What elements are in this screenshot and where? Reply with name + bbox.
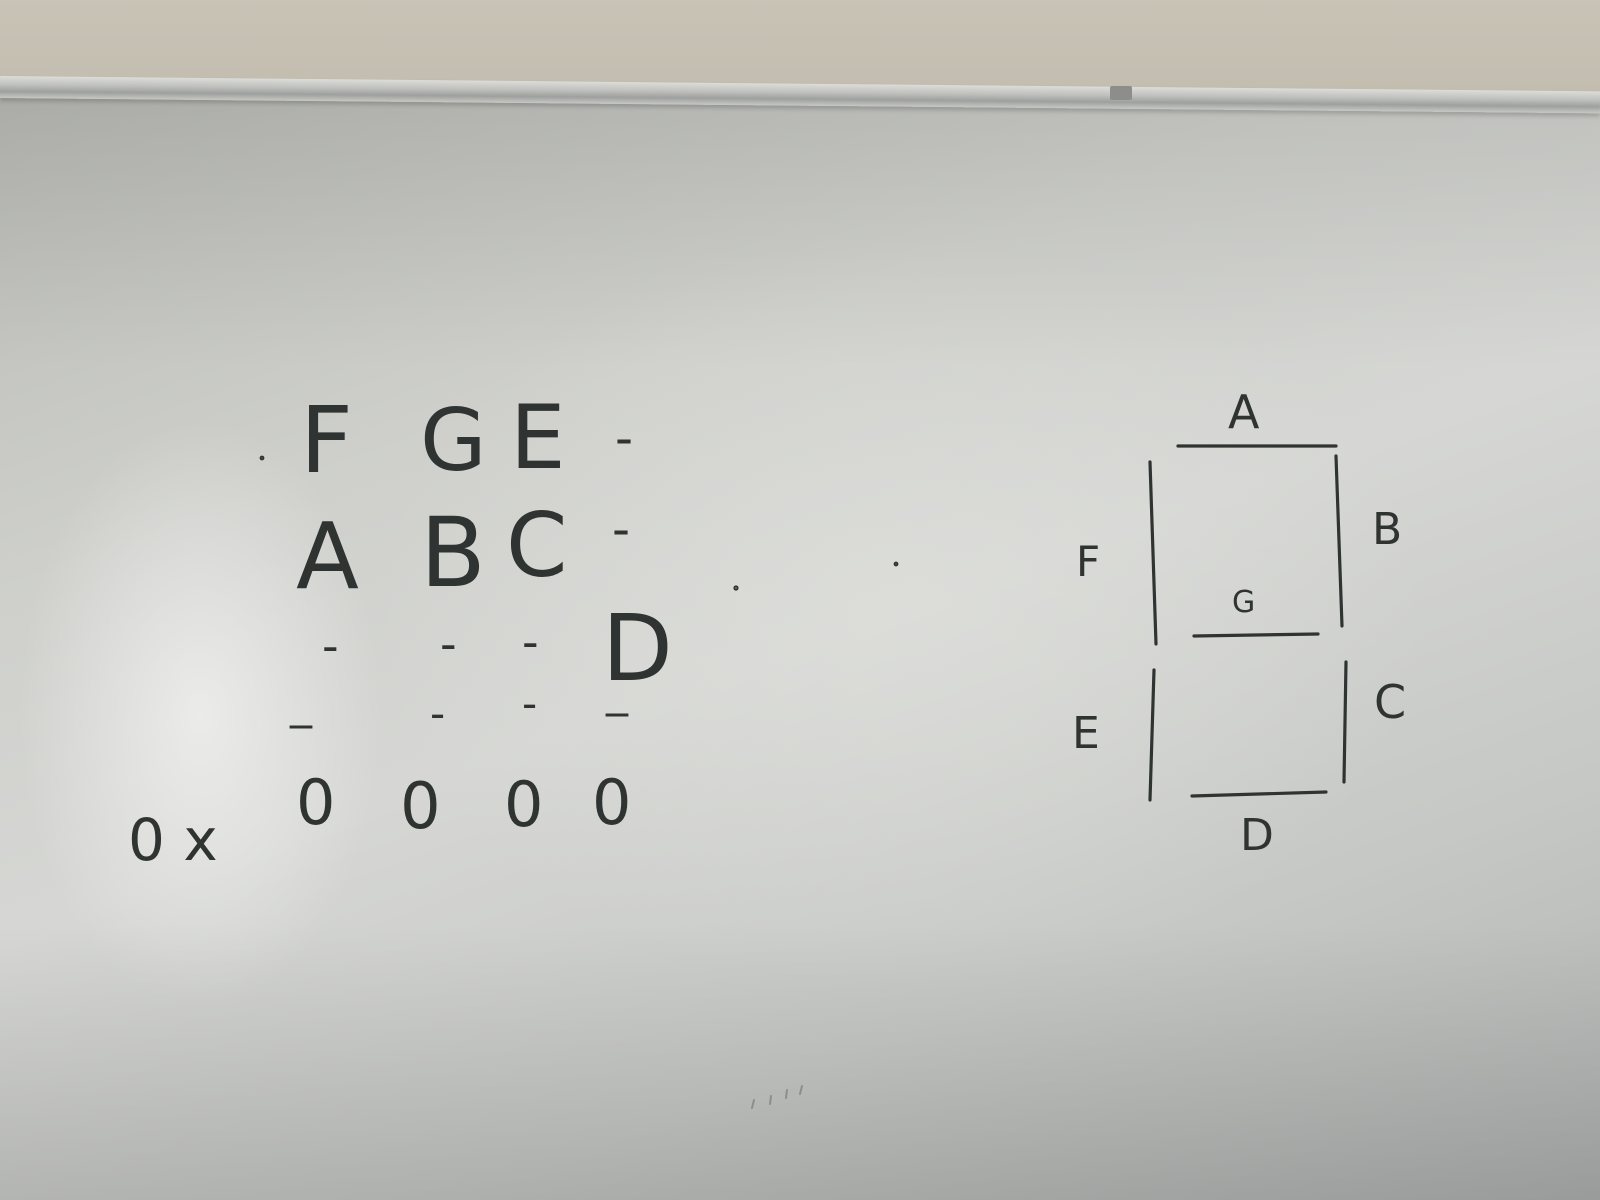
segment-b bbox=[1334, 454, 1344, 628]
table-cell-r4c1: _ bbox=[289, 678, 313, 729]
table-cell-r1c2: G bbox=[420, 391, 487, 491]
segment-label-a: A bbox=[1228, 385, 1260, 439]
segment-c bbox=[1342, 660, 1348, 784]
seven-segment-diagram: A B C D E F G bbox=[1072, 385, 1406, 861]
board-specks bbox=[259, 455, 899, 1109]
row-prefix: 0 x bbox=[128, 806, 218, 874]
table-cell-r2c4: - bbox=[612, 500, 630, 558]
table-cell-r3c2: - bbox=[440, 617, 457, 671]
table-cell-r2c2: B bbox=[420, 497, 486, 609]
segment-d bbox=[1190, 790, 1328, 798]
table-cell-r1c1: F bbox=[300, 387, 353, 494]
wall bbox=[0, 0, 1600, 92]
table-cell-r2c1: A bbox=[296, 503, 359, 610]
whiteboard-shading bbox=[0, 94, 1600, 1200]
table-row-1: F G E - bbox=[300, 386, 633, 494]
segment-g bbox=[1192, 632, 1320, 638]
bottom-cell-1: 0 bbox=[296, 766, 335, 839]
bottom-cell-4: 0 bbox=[592, 766, 631, 839]
segment-f bbox=[1148, 460, 1158, 646]
rail-clip bbox=[1110, 86, 1132, 100]
table-cell-r4c3: - bbox=[522, 679, 537, 728]
table-row-2: A B C - bbox=[296, 494, 630, 610]
table-row-4: _ - - _ bbox=[289, 666, 629, 738]
table-cell-r1c3: E bbox=[510, 386, 566, 489]
table-cell-r3c4: D bbox=[602, 595, 673, 702]
table-cell-r3c1: - bbox=[322, 619, 339, 673]
table-cell-r1c4: - bbox=[615, 409, 633, 467]
table-row-3: - - - D bbox=[322, 595, 673, 702]
table-cell-r3c3: - bbox=[522, 615, 539, 669]
bottom-cell-2: 0 bbox=[400, 770, 441, 844]
segment-label-d: D bbox=[1240, 810, 1274, 861]
segment-label-b: B bbox=[1372, 504, 1402, 555]
segment-label-c: C bbox=[1374, 675, 1406, 729]
segment-label-g: G bbox=[1232, 585, 1255, 620]
table-bottom-row: 0 x 0 0 0 0 bbox=[128, 766, 631, 874]
bottom-cell-3: 0 bbox=[504, 768, 543, 841]
segment-label-f: F bbox=[1076, 537, 1100, 586]
table-cell-r2c3: C bbox=[506, 494, 567, 597]
table-cell-r4c2: - bbox=[430, 689, 445, 738]
segment-label-e: E bbox=[1072, 708, 1100, 759]
table-cell-r4c4: _ bbox=[605, 666, 629, 717]
segment-e bbox=[1148, 668, 1156, 802]
whiteboard bbox=[0, 94, 1600, 1200]
